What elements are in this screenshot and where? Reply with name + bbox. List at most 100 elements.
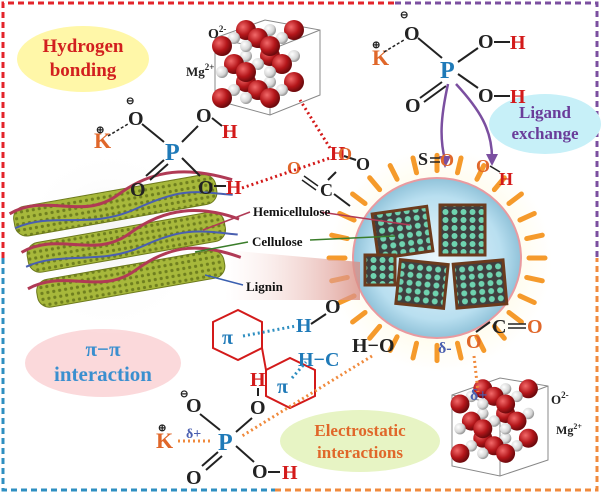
electrostatic-lines: [178, 354, 480, 443]
delta-plus-mgo: δ+: [470, 387, 487, 404]
magnesium-ion: [499, 383, 512, 395]
magnesium-ion: [477, 407, 489, 420]
oxygen-ion: [260, 36, 280, 56]
svg-text:O: O: [338, 144, 352, 164]
magnesium-ion: [264, 66, 276, 78]
svg-text:O: O: [128, 108, 144, 130]
o2minus-label-top: O2-: [208, 24, 226, 42]
border-ligand-exchange: [395, 1, 599, 258]
oxygen-ion: [496, 394, 516, 414]
svg-text:H: H: [510, 86, 526, 108]
svg-text:P: P: [440, 58, 455, 84]
magnesium-ion: [522, 407, 535, 420]
svg-text:S: S: [418, 149, 428, 169]
border-electrostatic: [275, 258, 599, 492]
label-hydrogen-bonding: Hydrogen bonding: [17, 26, 149, 92]
svg-text:H: H: [296, 315, 312, 337]
magnesium-ion: [454, 423, 466, 435]
glow-ray: [474, 334, 487, 353]
svg-text:⊕: ⊕: [96, 125, 104, 136]
border-hydrogen-bonding: [1, 1, 395, 258]
magnesium-ion: [477, 447, 489, 460]
svg-text:H: H: [499, 169, 513, 189]
mg2plus-label-bottom: Mg2+: [556, 422, 582, 437]
svg-text:P: P: [218, 430, 233, 456]
ligand-exchange-line2: exchange: [511, 124, 579, 143]
carboxyl-bottom: δ- O C O: [438, 316, 543, 357]
graphitic-domains: [363, 203, 509, 311]
pi-pi-line2: interaction: [54, 362, 152, 386]
glow-ray: [387, 334, 400, 353]
label-electrostatic: Electrostatic interactions: [280, 410, 440, 472]
magnesium-ion: [252, 58, 264, 70]
hydrogen-bonding-line2: bonding: [50, 60, 117, 81]
label-pi-pi-interaction: π−π interaction: [25, 329, 181, 397]
glow-ray: [491, 175, 507, 193]
svg-text:O: O: [250, 397, 266, 419]
glow-ray: [524, 274, 545, 284]
glow-ray: [517, 210, 537, 223]
svg-text:O: O: [130, 179, 146, 201]
magnesium-ion: [465, 440, 478, 452]
magnesium-ion: [488, 415, 500, 427]
oxygen-ion: [496, 443, 516, 463]
svg-text:⊖: ⊖: [126, 96, 134, 107]
magnesium-ion: [264, 24, 276, 36]
lignin-label: Lignin: [246, 279, 284, 294]
magnesium-ion: [499, 432, 512, 444]
svg-text:δ+: δ+: [186, 427, 201, 442]
oxygen-ion: [450, 394, 470, 414]
carboxyl-top: H O O C O: [287, 143, 370, 207]
hydrogen-bonding-line1: Hydrogen: [43, 36, 124, 57]
magnesium-ion: [288, 50, 300, 62]
magnesium-ion: [240, 50, 252, 62]
oxygen-ion: [272, 54, 292, 74]
oxygen-ion: [450, 443, 470, 463]
glow-ray: [387, 163, 400, 182]
magnesium-ion: [499, 423, 512, 435]
svg-text:H: H: [226, 177, 242, 199]
label-ligand-exchange: Ligand exchange: [489, 94, 601, 154]
svg-text:O: O: [405, 95, 421, 117]
magnesium-ion: [228, 84, 240, 96]
oxygen-ion: [212, 88, 232, 108]
svg-text:H: H: [510, 32, 526, 54]
magnesium-ion: [216, 66, 228, 78]
electrostatic-line1: Electrostatic: [314, 421, 406, 440]
glow-ray: [454, 155, 464, 176]
svg-text:P: P: [165, 140, 180, 166]
svg-text:H: H: [222, 121, 238, 143]
oxygen-ion: [284, 72, 304, 92]
mgo-crystal-top: O2- Mg2+: [186, 19, 321, 116]
svg-text:H: H: [282, 462, 298, 484]
glow-ray: [367, 323, 383, 341]
oxygen-ion: [473, 419, 493, 439]
svg-text:⊖: ⊖: [180, 389, 188, 400]
magnesium-ion: [276, 32, 288, 44]
magnesium-ion: [228, 32, 240, 44]
magnesium-ion: [276, 84, 288, 96]
magnesium-ion: [465, 390, 478, 403]
svg-text:O: O: [476, 156, 490, 176]
border-pi-interaction: [1, 258, 275, 492]
svg-text:O: O: [466, 331, 482, 353]
glow-ray: [410, 340, 420, 361]
ligand-exchange-line1: Ligand: [519, 103, 572, 122]
glow-ray: [474, 163, 487, 182]
mg2plus-label-top: Mg2+: [186, 62, 214, 79]
pi-pi-line1: π−π: [86, 337, 121, 361]
svg-text:⊖: ⊖: [400, 10, 408, 21]
surface-groups-top: S O O H: [418, 149, 513, 189]
svg-text:O: O: [440, 150, 454, 170]
svg-text:O: O: [325, 296, 341, 318]
magnesium-ion: [477, 398, 489, 410]
oxygen-ion: [260, 88, 280, 108]
hbond-lines: [241, 99, 332, 190]
svg-text:δ-: δ-: [438, 340, 452, 357]
kh2po4-left: K ⊕ O ⊖ P O H O H O: [94, 96, 242, 201]
glow-ray: [491, 323, 507, 341]
biochar-particle: [326, 148, 552, 372]
glow-ray: [517, 293, 537, 306]
